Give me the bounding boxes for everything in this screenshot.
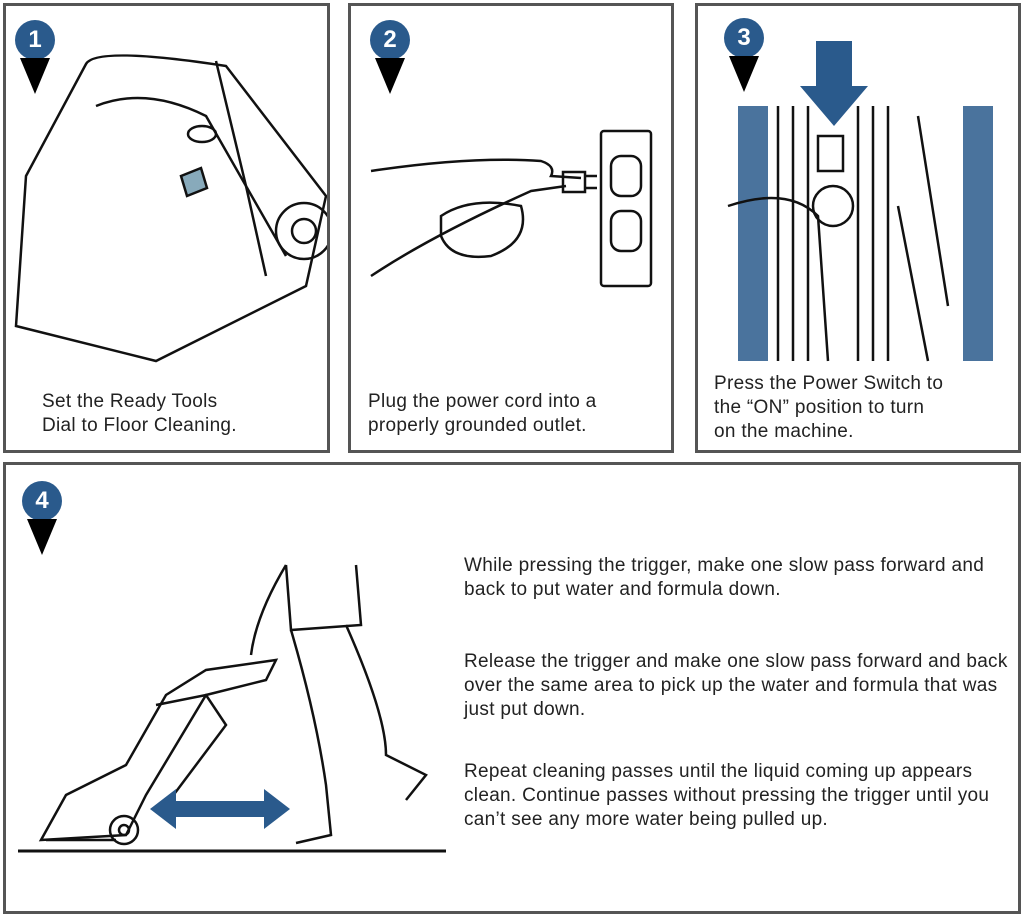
down-arrow-icon <box>27 519 57 555</box>
dial-illustration <box>14 54 327 363</box>
caption-line: Set the Ready Tools <box>42 391 218 412</box>
down-arrow-icon <box>375 58 405 94</box>
step-number-badge: 3 <box>724 18 764 58</box>
caption-line: on the machine. <box>714 421 854 442</box>
step-4-paragraph-2: Release the trigger and make one slow pa… <box>464 651 1008 720</box>
caption-line: Dial to Floor Cleaning. <box>42 415 237 436</box>
step-4-paragraph-3: Repeat cleaning passes until the liquid … <box>464 761 990 830</box>
step-3-panel: 3 Press the Power Switch to the “ON” pos… <box>695 3 1021 453</box>
step-1-panel: 1 Set the Ready Tools Dial to Floor Clea… <box>3 3 330 453</box>
step-2-caption: Plug the power cord into a properly grou… <box>368 390 597 438</box>
step-4-paragraph-1: While pressing the trigger, make one slo… <box>464 555 985 600</box>
step-1-caption: Set the Ready Tools Dial to Floor Cleani… <box>42 390 237 438</box>
step-3-caption: Press the Power Switch to the “ON” posit… <box>714 372 943 444</box>
caption-line: the “ON” position to turn <box>714 397 925 418</box>
caption-line: properly grounded outlet. <box>368 415 587 436</box>
caption-line: Plug the power cord into a <box>368 391 597 412</box>
step-2-panel: 2 Plug the power cord into a properly gr… <box>348 3 674 453</box>
step-4-panel: 4 While pressing the trigger, make one s… <box>3 462 1021 914</box>
down-arrow-icon <box>729 56 759 92</box>
step-number-badge: 4 <box>22 481 62 521</box>
plug-outlet-illustration <box>370 129 653 288</box>
down-arrow-icon <box>20 58 50 94</box>
step-number-badge: 2 <box>370 20 410 60</box>
power-switch-illustration <box>727 41 993 362</box>
user-cleaning-illustration <box>18 564 446 853</box>
step-number-badge: 1 <box>15 20 55 60</box>
caption-line: Press the Power Switch to <box>714 373 944 394</box>
